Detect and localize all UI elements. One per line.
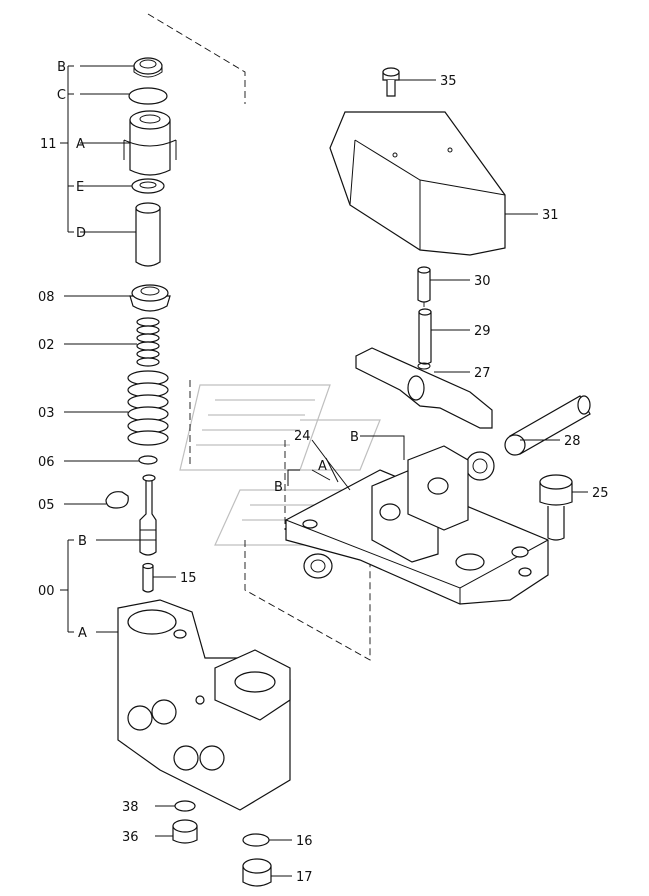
label-a-bracket: A	[318, 459, 327, 474]
label-00: 00	[38, 584, 55, 599]
spool-b	[139, 474, 157, 556]
label-38: 38	[122, 800, 139, 815]
o-ring-16	[242, 833, 270, 847]
label-d: D	[76, 226, 86, 241]
label-b-bracket: B	[274, 480, 283, 495]
label-24: 24	[294, 429, 311, 444]
bolt-35	[382, 67, 400, 97]
spring-02	[136, 317, 160, 367]
label-30: 30	[474, 274, 491, 289]
ring-e	[131, 178, 165, 194]
label-15: 15	[180, 571, 197, 586]
label-a-body: A	[78, 626, 87, 641]
label-28: 28	[564, 434, 581, 449]
label-25: 25	[592, 486, 609, 501]
label-36: 36	[122, 830, 139, 845]
label-b-lever: B	[350, 430, 359, 445]
label-c: C	[57, 88, 66, 103]
label-03: 03	[38, 406, 55, 421]
plug-36	[172, 819, 198, 844]
cover-31	[329, 111, 506, 256]
label-35: 35	[440, 74, 457, 89]
clip-05	[105, 491, 129, 509]
part-labels: B C 11 A E D 08 02 03 06 05 B 00 A 15 38…	[38, 60, 609, 885]
plug-17	[242, 858, 272, 887]
pin-30	[417, 266, 431, 303]
washer-06	[138, 455, 158, 465]
label-a-top: A	[76, 137, 85, 152]
bushing	[465, 451, 495, 481]
label-b-spool: B	[78, 534, 87, 549]
label-29: 29	[474, 324, 491, 339]
label-27: 27	[474, 366, 491, 381]
bushing-left	[303, 553, 333, 579]
lever-27	[355, 347, 493, 429]
bracket-24	[285, 445, 549, 605]
pin-29	[418, 308, 432, 365]
label-05: 05	[38, 498, 55, 513]
label-06: 06	[38, 455, 55, 470]
label-31: 31	[542, 208, 559, 223]
label-11: 11	[40, 137, 57, 152]
sleeve-a	[123, 110, 177, 176]
spring-03	[127, 370, 169, 446]
cap-08	[129, 284, 171, 312]
bolt-25	[539, 474, 573, 541]
o-ring-c	[128, 87, 168, 105]
label-17: 17	[296, 870, 313, 885]
label-b-top: B	[57, 60, 66, 75]
o-ring-38	[174, 800, 196, 812]
label-08: 08	[38, 290, 55, 305]
label-02: 02	[38, 338, 55, 353]
label-e: E	[76, 180, 84, 195]
label-16: 16	[296, 834, 313, 849]
valve-body	[117, 599, 291, 811]
pin-d	[135, 202, 161, 267]
leader-lines	[60, 65, 588, 877]
pin-15	[142, 562, 154, 593]
ring-b-top	[133, 57, 163, 78]
